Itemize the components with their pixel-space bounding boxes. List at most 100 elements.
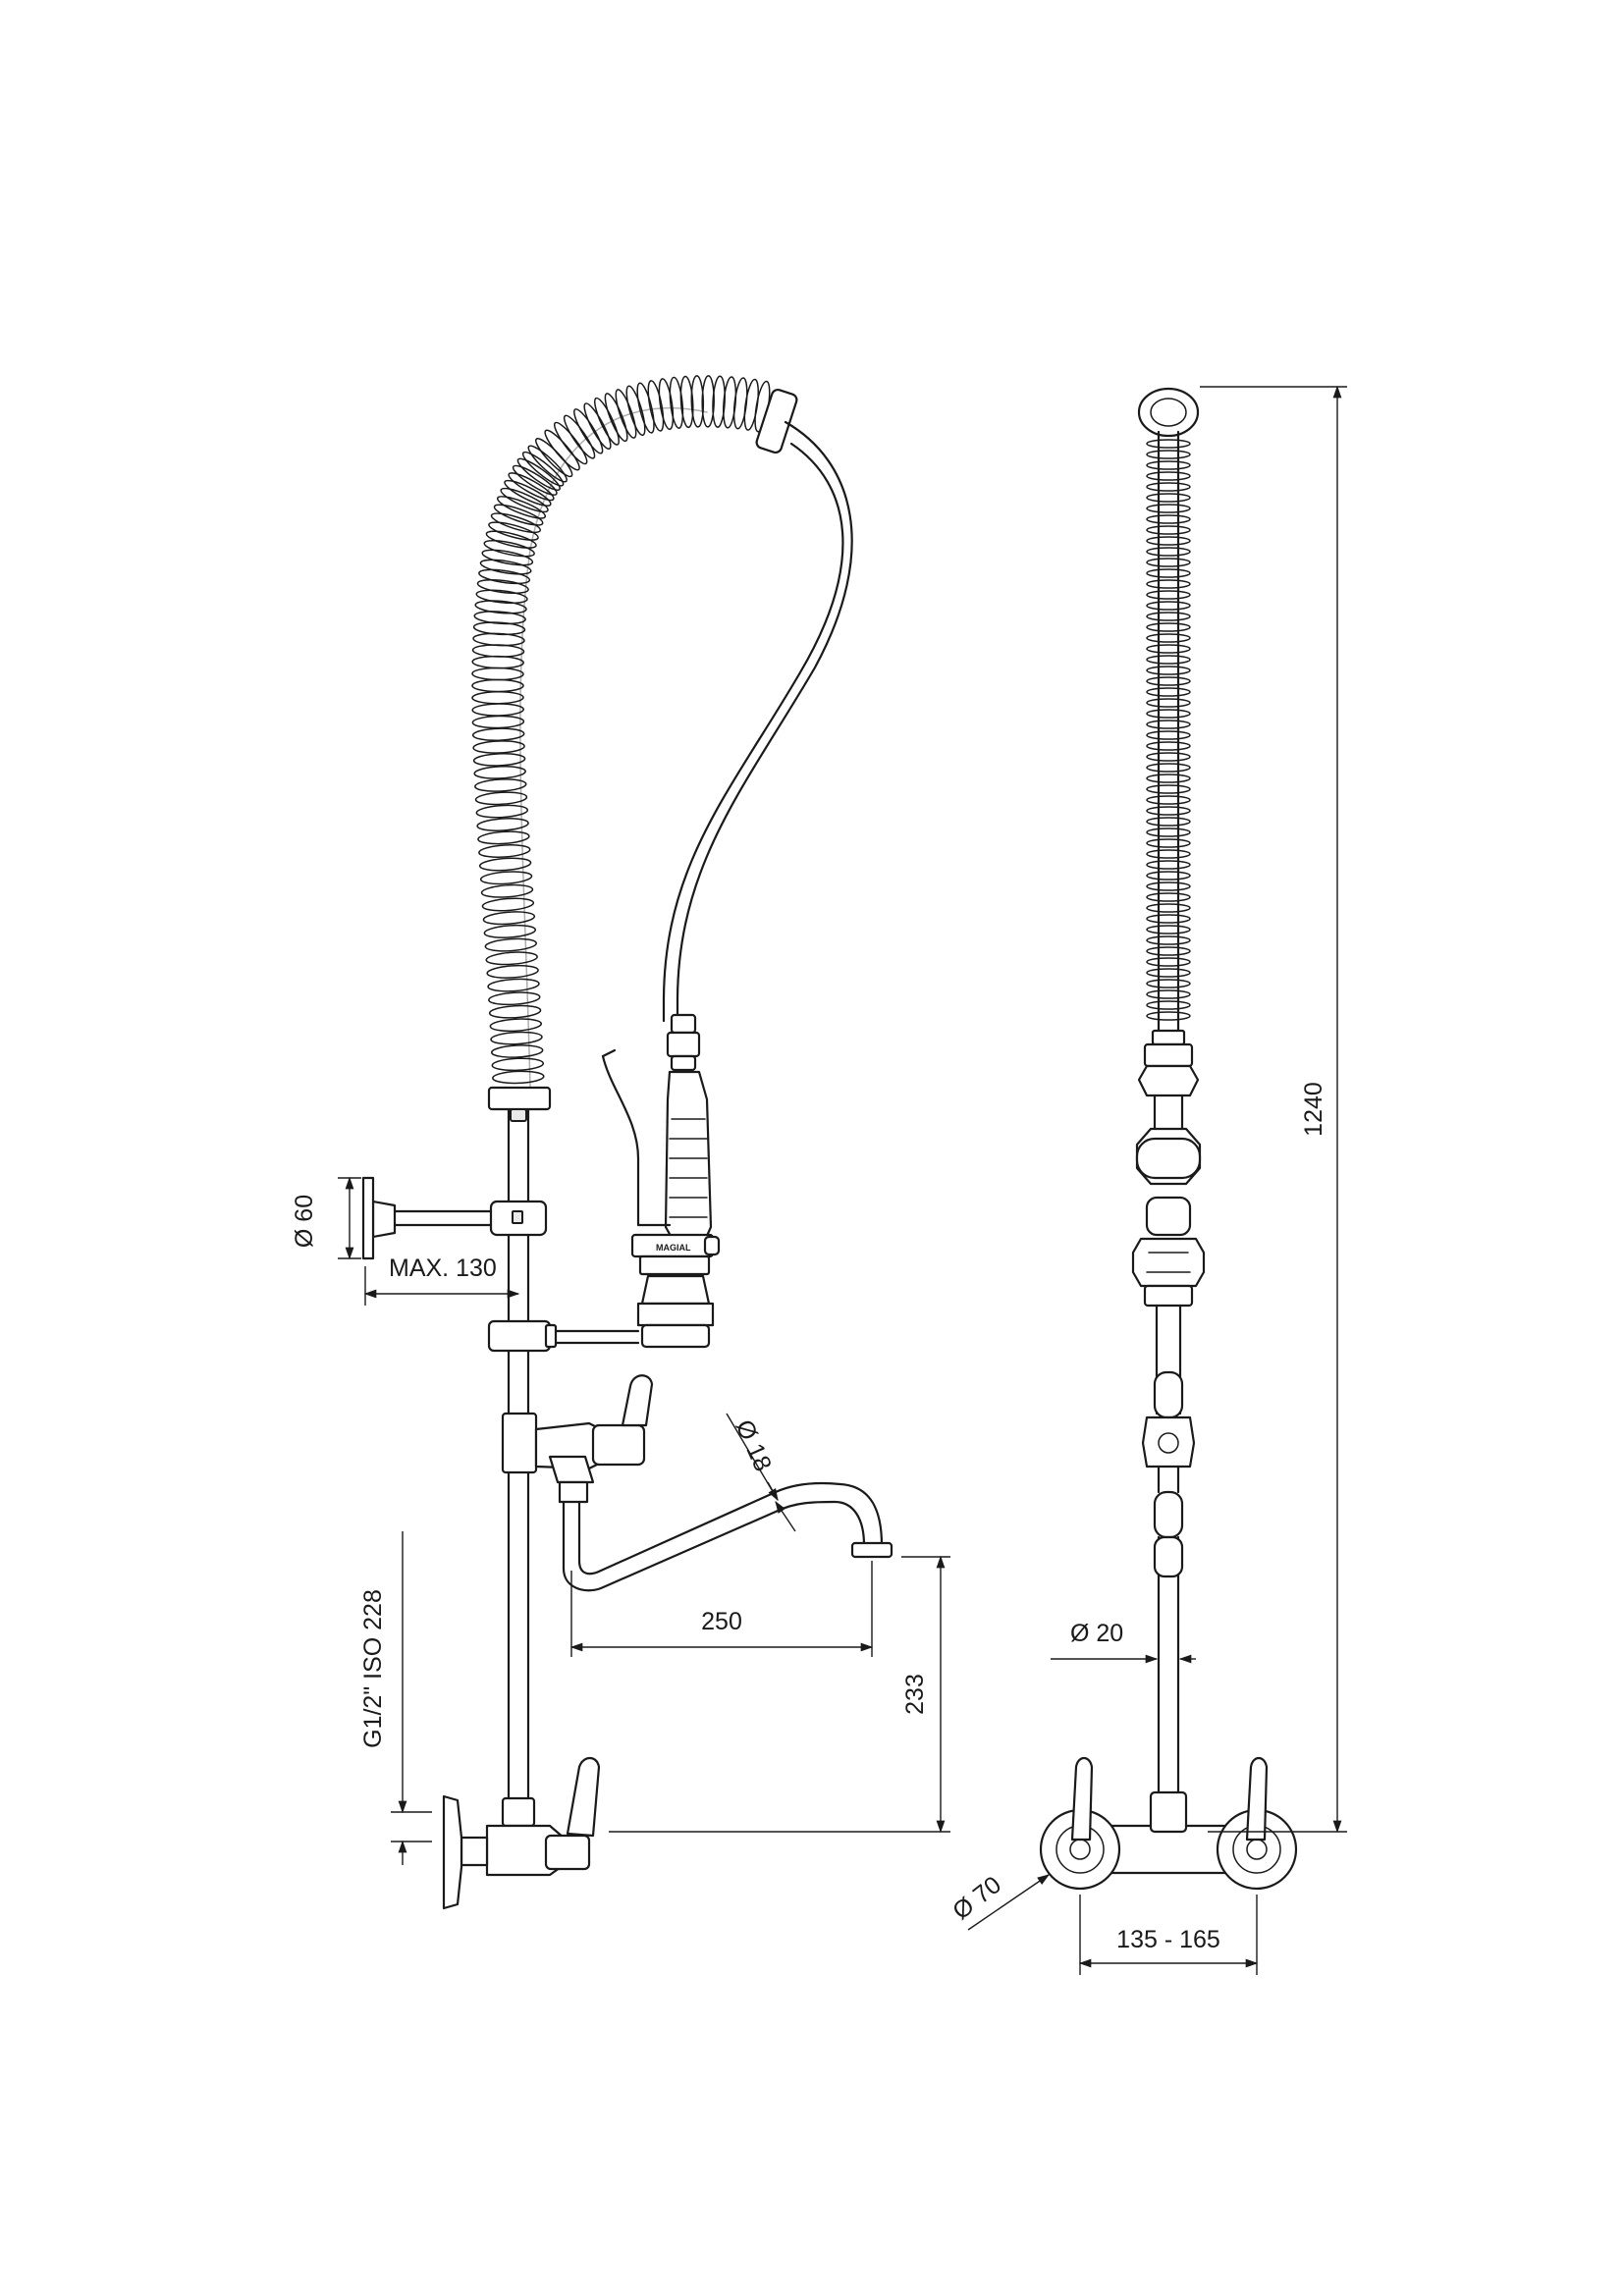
spring-loop bbox=[1146, 892, 1191, 902]
spring-loop bbox=[1146, 935, 1191, 945]
thread-label: G1/2" ISO 228 bbox=[359, 1589, 387, 1748]
dim-spout-height: 233 bbox=[609, 1555, 950, 1834]
spring-loop bbox=[475, 589, 528, 605]
main-column bbox=[507, 1099, 530, 1800]
spring-loop bbox=[500, 487, 549, 513]
spring-loop bbox=[504, 479, 552, 507]
spring-loop bbox=[471, 703, 524, 717]
spout-reach-label: 250 bbox=[701, 1608, 742, 1635]
dim-total-height: 1240 bbox=[1200, 385, 1347, 1834]
spring-loop bbox=[594, 397, 620, 446]
spring-loop bbox=[479, 559, 532, 575]
spring-loop bbox=[1146, 644, 1191, 654]
front-holder-housing bbox=[1131, 1127, 1206, 1308]
spring-loop bbox=[471, 727, 525, 741]
spring-loop bbox=[1146, 698, 1191, 708]
spring-loop bbox=[516, 457, 561, 491]
spring-loop bbox=[472, 753, 526, 767]
spring-loop bbox=[1146, 504, 1191, 513]
spout-diameter-label: Ø 18 bbox=[730, 1415, 777, 1475]
spray-head bbox=[636, 1274, 715, 1349]
spring-loop bbox=[488, 991, 541, 1006]
spring-loop bbox=[476, 579, 529, 594]
spring-loop bbox=[1146, 601, 1191, 611]
spring-loop bbox=[544, 429, 580, 471]
spring-loop bbox=[477, 830, 530, 845]
spring-loop bbox=[1146, 493, 1191, 503]
spring-loop bbox=[1146, 471, 1191, 481]
spring-loop bbox=[1146, 612, 1191, 621]
rosette-diameter-label: Ø 70 bbox=[947, 1871, 1006, 1925]
spring-loop bbox=[1146, 590, 1191, 600]
spring-loop bbox=[658, 378, 675, 431]
swivel-spout bbox=[562, 1481, 893, 1592]
spring-loop bbox=[553, 421, 588, 465]
spring-loop bbox=[1146, 774, 1191, 783]
spring-loop bbox=[1146, 579, 1191, 589]
wall-inlet-valve bbox=[442, 1756, 601, 1910]
spring-loop bbox=[483, 924, 536, 938]
spring-loop bbox=[1146, 989, 1191, 999]
spring-loop bbox=[1146, 784, 1191, 794]
spring-loop bbox=[1146, 547, 1191, 557]
spring-coil-front bbox=[1146, 439, 1191, 1021]
spring-loop bbox=[478, 857, 532, 872]
spring-loop bbox=[473, 611, 526, 625]
spring-loop bbox=[1146, 903, 1191, 913]
spring-loop bbox=[480, 883, 534, 898]
spring-loop bbox=[1146, 568, 1191, 578]
spring-loop bbox=[527, 445, 568, 483]
spring-loop bbox=[471, 678, 524, 693]
spring-loop bbox=[1146, 514, 1191, 524]
hose-coupling bbox=[666, 1013, 701, 1072]
spring-loop bbox=[474, 791, 528, 806]
spring-loop bbox=[485, 951, 538, 966]
side-view: MAGIAL bbox=[291, 375, 950, 1910]
spring-loop bbox=[490, 512, 542, 534]
spring-loop bbox=[478, 568, 531, 585]
spring-loop bbox=[474, 600, 527, 614]
spring-loop bbox=[471, 690, 524, 705]
wall-support-arm bbox=[361, 1176, 548, 1260]
spring-loop bbox=[491, 1057, 545, 1072]
spring-loop bbox=[625, 385, 646, 437]
spring-loop bbox=[1146, 957, 1191, 967]
spring-loop bbox=[1146, 860, 1191, 870]
spring-loop bbox=[1146, 881, 1191, 891]
spring-loop bbox=[1146, 838, 1191, 848]
spring-loop bbox=[1146, 536, 1191, 546]
inlet-spacing-label: 135 - 165 bbox=[1116, 1926, 1220, 1953]
spring-loop bbox=[478, 844, 531, 858]
holder-collar bbox=[487, 1319, 640, 1353]
spring-loop bbox=[521, 451, 565, 487]
spring-loop bbox=[1146, 633, 1191, 643]
spring-loop bbox=[492, 1070, 545, 1085]
spring-loop bbox=[488, 521, 539, 541]
spring-loop bbox=[1146, 968, 1191, 978]
spring-loop bbox=[563, 414, 596, 459]
spring-loop bbox=[1146, 979, 1191, 988]
spring-loop bbox=[1146, 1011, 1191, 1021]
dim-spout-diameter: Ø 18 bbox=[726, 1413, 796, 1532]
spring-loop bbox=[1146, 763, 1191, 773]
spring-loop bbox=[472, 740, 525, 754]
spring-loop bbox=[1146, 687, 1191, 697]
spring-loop bbox=[1146, 622, 1191, 632]
spring-loop bbox=[1146, 558, 1191, 567]
spring-loop bbox=[573, 408, 604, 454]
spring-loop bbox=[471, 667, 524, 681]
spring-loop bbox=[493, 504, 544, 526]
spring-loop bbox=[701, 375, 715, 428]
spring-loop bbox=[487, 978, 540, 992]
spring-loop bbox=[647, 380, 665, 432]
spring-loop bbox=[483, 539, 535, 558]
pre-rinse-valve bbox=[501, 1374, 654, 1504]
spring-loop bbox=[723, 376, 737, 429]
spring-loop bbox=[476, 818, 529, 831]
spring-loop bbox=[1146, 460, 1191, 470]
spring-loop bbox=[479, 871, 533, 885]
spring-loop bbox=[490, 1044, 544, 1058]
total-height-label: 1240 bbox=[1300, 1082, 1327, 1137]
spring-loop bbox=[1146, 720, 1191, 729]
